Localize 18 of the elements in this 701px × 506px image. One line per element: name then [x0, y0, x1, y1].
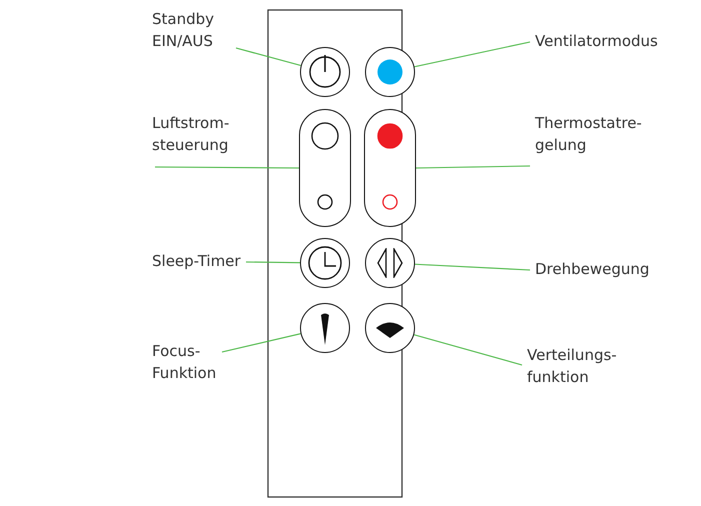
remote-button: [299, 109, 351, 227]
leader-line: [414, 334, 522, 366]
remote-button: [364, 109, 416, 227]
callout-label: Standby EIN/AUS: [152, 9, 216, 52]
leader-line: [236, 47, 301, 66]
callout-label: Thermostatre- gelung: [535, 113, 643, 156]
callout-label: Focus- Funktion: [152, 341, 218, 384]
leader-line: [222, 333, 301, 353]
leader-line: [414, 264, 530, 271]
callout-label: Verteilungs- funktion: [527, 345, 618, 388]
callout-label: Ventilatormodus: [535, 31, 658, 52]
callout-label: Luftstrom- steuerung: [152, 113, 230, 156]
leader-line: [416, 165, 530, 169]
leader-line: [414, 41, 530, 68]
leader-line: [246, 261, 300, 264]
callout-label: Sleep-Timer: [152, 251, 241, 272]
leader-line: [155, 166, 299, 169]
callout-label: Drehbewegung: [535, 259, 650, 280]
